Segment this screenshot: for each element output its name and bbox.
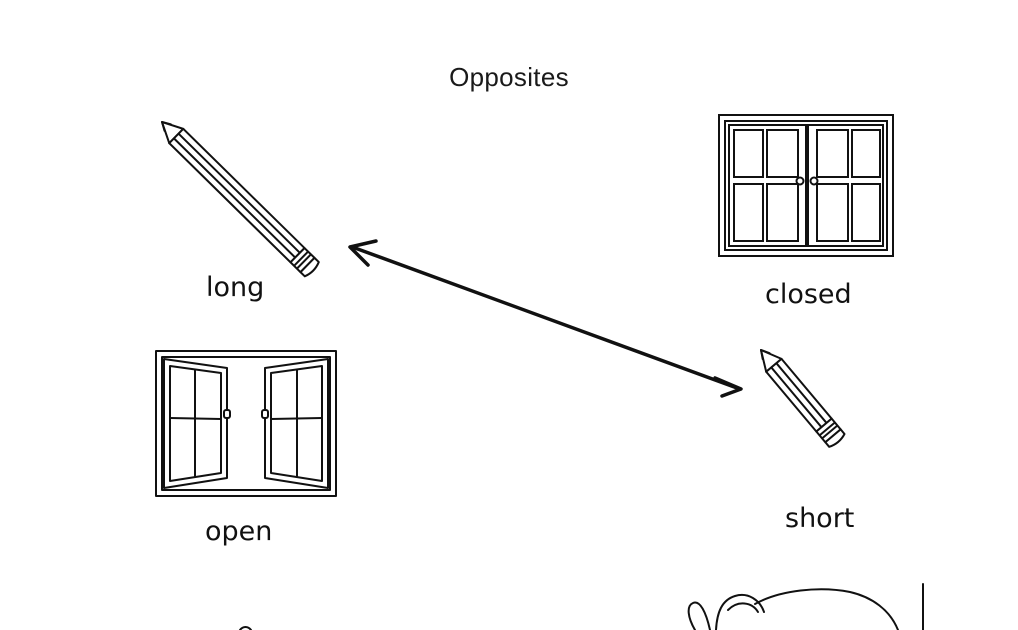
closed-window-icon xyxy=(718,114,894,257)
label-closed: closed xyxy=(765,279,852,310)
page-title: Opposites xyxy=(449,62,569,92)
short-pencil-icon xyxy=(760,349,846,448)
label-short: short xyxy=(785,503,855,534)
open-window-icon xyxy=(155,350,337,497)
double-arrow xyxy=(348,239,743,398)
label-long: long xyxy=(206,272,265,303)
elephant-icon xyxy=(239,583,924,630)
label-open: open xyxy=(205,516,273,547)
long-pencil-icon xyxy=(161,121,320,278)
